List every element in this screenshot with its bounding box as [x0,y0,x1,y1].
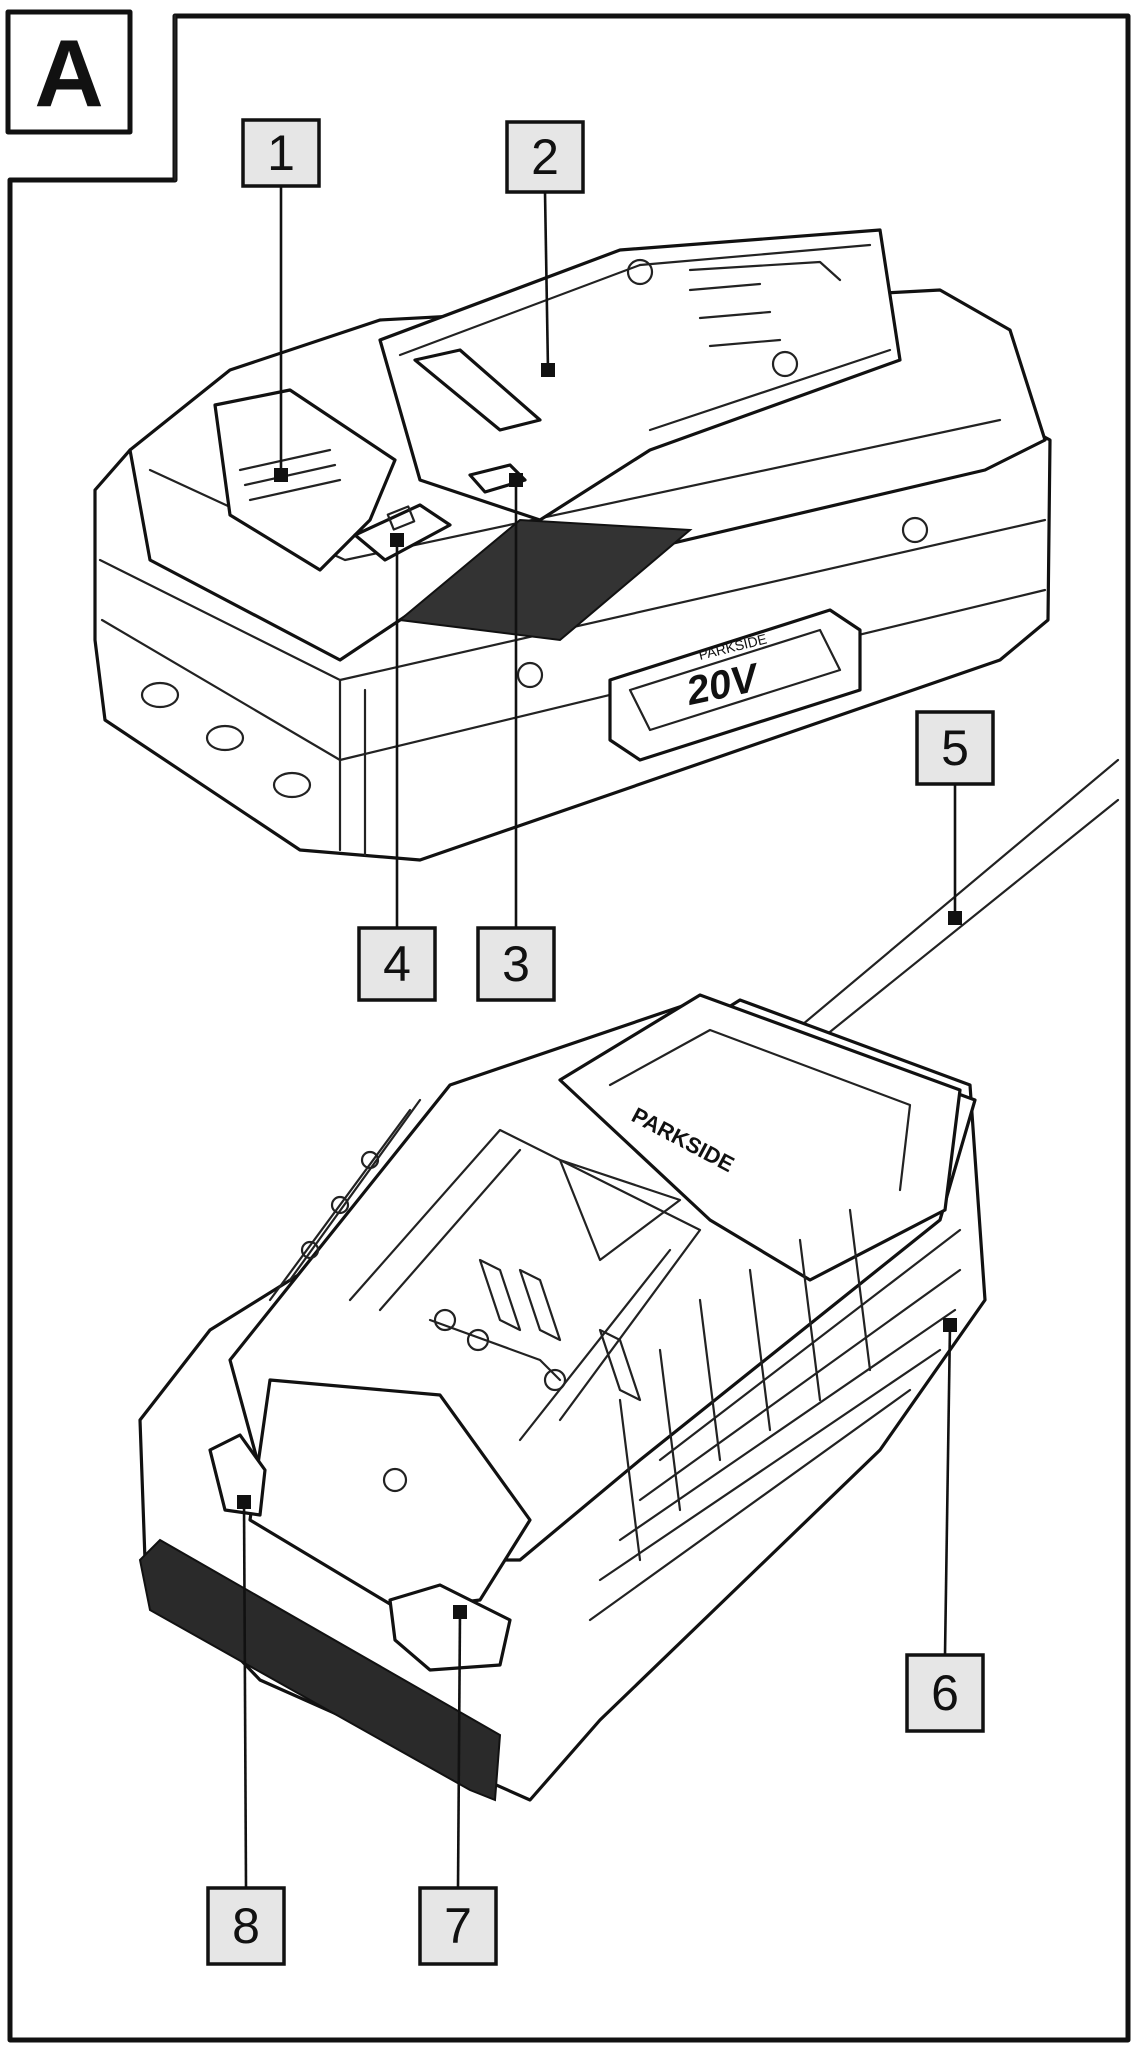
figure-frame [5,9,1131,2043]
callout-label-1: 1 [267,125,295,181]
callout-label-8: 8 [232,1898,260,1954]
callout-5: 5 [915,710,995,925]
panel-label: A [34,21,103,128]
callout-7: 7 [418,1605,498,1966]
callout-label-4: 4 [383,936,411,992]
callout-3: 3 [476,473,556,1002]
panel-letter: A [34,21,103,128]
callout-label-7: 7 [444,1898,472,1954]
callout-4: 4 [357,533,437,1002]
battery-pack-illustration: 20V PARKSIDE [93,228,1052,862]
callout-label-2: 2 [531,129,559,185]
callout-1: 1 [241,118,321,482]
callout-label-5: 5 [941,720,969,776]
callout-8: 8 [206,1495,286,1966]
charger-illustration: PARKSIDE [138,993,987,1802]
callout-6: 6 [905,1318,985,1733]
callout-2: 2 [505,120,585,377]
callout-label-3: 3 [502,936,530,992]
callout-label-6: 6 [931,1665,959,1721]
